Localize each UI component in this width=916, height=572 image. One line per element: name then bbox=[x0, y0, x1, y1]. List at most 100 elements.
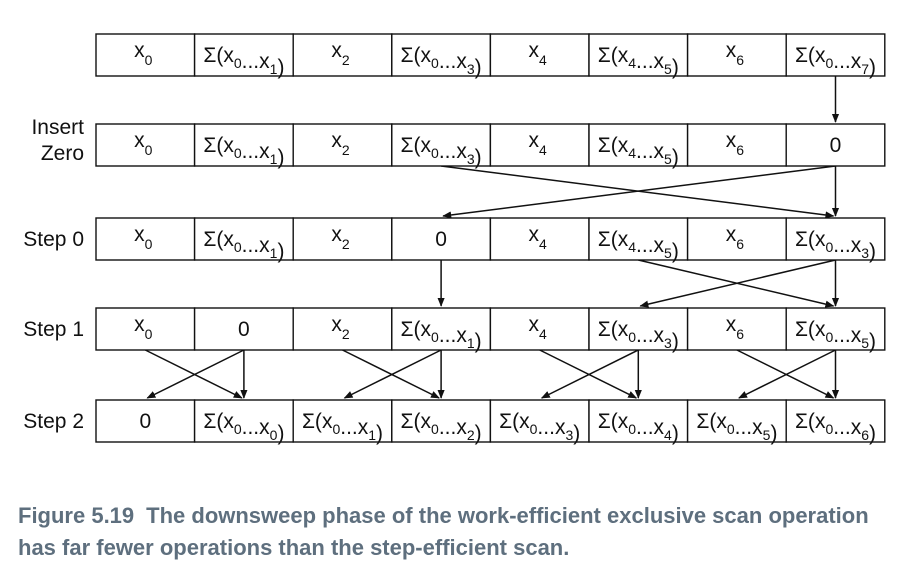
cell-value: x4 bbox=[529, 223, 548, 252]
array-cell: Σ(x0...x3) bbox=[391, 123, 492, 169]
cell-box bbox=[292, 399, 393, 443]
cell-value: x2 bbox=[331, 223, 350, 252]
cell-value: Σ(x0...x4) bbox=[598, 410, 679, 445]
array-cell: Σ(x0...x2) bbox=[391, 399, 492, 445]
cell-value: Σ(x0...x5) bbox=[795, 318, 876, 353]
scan-arrow bbox=[736, 349, 835, 399]
cell-box bbox=[785, 33, 886, 77]
array-cell: x4 bbox=[489, 123, 590, 167]
cell-value: Σ(x0...x3) bbox=[401, 44, 482, 79]
scan-arrow bbox=[144, 349, 243, 399]
cell-box bbox=[292, 307, 393, 351]
array-cell: Σ(x4...x5) bbox=[588, 123, 689, 169]
cell-box bbox=[95, 399, 196, 443]
array-cell: x4 bbox=[489, 33, 590, 77]
scan-arrow bbox=[342, 349, 440, 399]
cell-value: x0 bbox=[134, 39, 153, 68]
array-cell: Σ(x0...x0) bbox=[193, 399, 294, 445]
array-cell: 0 bbox=[193, 307, 294, 351]
cell-box bbox=[95, 307, 196, 351]
array-cell: x6 bbox=[686, 217, 787, 261]
array-cell: 0 bbox=[785, 123, 886, 167]
array-cell: x6 bbox=[686, 307, 787, 351]
cell-box bbox=[391, 123, 492, 167]
array-cell: Σ(x0...x6) bbox=[785, 399, 886, 445]
cell-value: Σ(x0...x3) bbox=[598, 318, 679, 353]
row-label: Step 2 bbox=[23, 410, 84, 433]
cell-box bbox=[193, 217, 294, 261]
array-cell: Σ(x0...x5) bbox=[686, 399, 787, 445]
array-cell: x4 bbox=[489, 307, 590, 351]
cell-box bbox=[686, 33, 787, 77]
cell-value: Σ(x0...x1) bbox=[203, 134, 284, 169]
array-cell: Σ(x0...x3) bbox=[588, 307, 689, 353]
array-cell: Σ(x0...x5) bbox=[785, 307, 886, 353]
cell-box bbox=[588, 123, 689, 167]
array-cell: Σ(x0...x3) bbox=[489, 399, 590, 445]
caption-text: The downsweep phase of the work-efficien… bbox=[18, 503, 869, 560]
array-cell: Σ(x0...x7) bbox=[785, 33, 886, 79]
cell-value: Σ(x0...x2) bbox=[401, 410, 482, 445]
cell-value: Σ(x0...x3) bbox=[795, 228, 876, 263]
array-cell: Σ(x0...x4) bbox=[588, 399, 689, 445]
cell-value: x6 bbox=[726, 313, 745, 342]
array-cell: 0 bbox=[95, 399, 196, 443]
scan-arrow bbox=[146, 349, 245, 399]
cell-box bbox=[588, 399, 689, 443]
array-cell: x2 bbox=[292, 307, 393, 351]
array-cell: Σ(x0...x1) bbox=[193, 217, 294, 263]
cell-box bbox=[785, 217, 886, 261]
cell-value: 0 bbox=[139, 410, 151, 433]
array-cell: x6 bbox=[686, 123, 787, 167]
scan-arrow bbox=[442, 165, 836, 219]
cell-value: x0 bbox=[134, 223, 153, 252]
cell-box bbox=[489, 307, 590, 351]
cell-value: x0 bbox=[134, 313, 153, 342]
cell-value: Σ(x0...x1) bbox=[203, 44, 284, 79]
cell-box bbox=[588, 33, 689, 77]
cell-value: x6 bbox=[726, 129, 745, 158]
cell-box bbox=[785, 123, 886, 167]
array-cell: Σ(x0...x1) bbox=[292, 399, 393, 445]
cell-value: Σ(x0...x7) bbox=[795, 44, 876, 79]
array-cell: x0 bbox=[95, 33, 196, 77]
array-cell: 0 bbox=[391, 217, 492, 261]
cell-value: 0 bbox=[238, 318, 250, 341]
cell-value: Σ(x0...x1) bbox=[401, 318, 482, 353]
cell-value: Σ(x4...x5) bbox=[598, 228, 679, 263]
array-cell: x2 bbox=[292, 123, 393, 167]
cell-box bbox=[686, 123, 787, 167]
cell-box bbox=[95, 217, 196, 261]
cell-box bbox=[193, 307, 294, 351]
arrows-layer bbox=[144, 76, 840, 399]
cell-box bbox=[193, 123, 294, 167]
cell-box bbox=[785, 399, 886, 443]
cell-value: x6 bbox=[726, 223, 745, 252]
array-cell: x2 bbox=[292, 33, 393, 77]
cell-value: 0 bbox=[435, 228, 447, 251]
cell-value: x6 bbox=[726, 39, 745, 68]
cell-value: Σ(x0...x3) bbox=[401, 134, 482, 169]
scan-arrow bbox=[343, 349, 442, 399]
cell-box bbox=[95, 123, 196, 167]
cell-box bbox=[489, 217, 590, 261]
array-cell: x0 bbox=[95, 217, 196, 261]
array-cell: x0 bbox=[95, 123, 196, 167]
cell-value: Σ(x0...x5) bbox=[696, 410, 777, 445]
array-cell: Σ(x4...x5) bbox=[588, 33, 689, 79]
cell-box bbox=[391, 307, 492, 351]
scan-arrow bbox=[540, 349, 639, 399]
figure-number: Figure 5.19 bbox=[18, 503, 135, 528]
cell-box bbox=[391, 33, 492, 77]
cell-box bbox=[588, 217, 689, 261]
cell-box bbox=[95, 33, 196, 77]
cell-box bbox=[292, 123, 393, 167]
cell-box bbox=[489, 399, 590, 443]
cell-value: Σ(x0...x3) bbox=[499, 410, 580, 445]
